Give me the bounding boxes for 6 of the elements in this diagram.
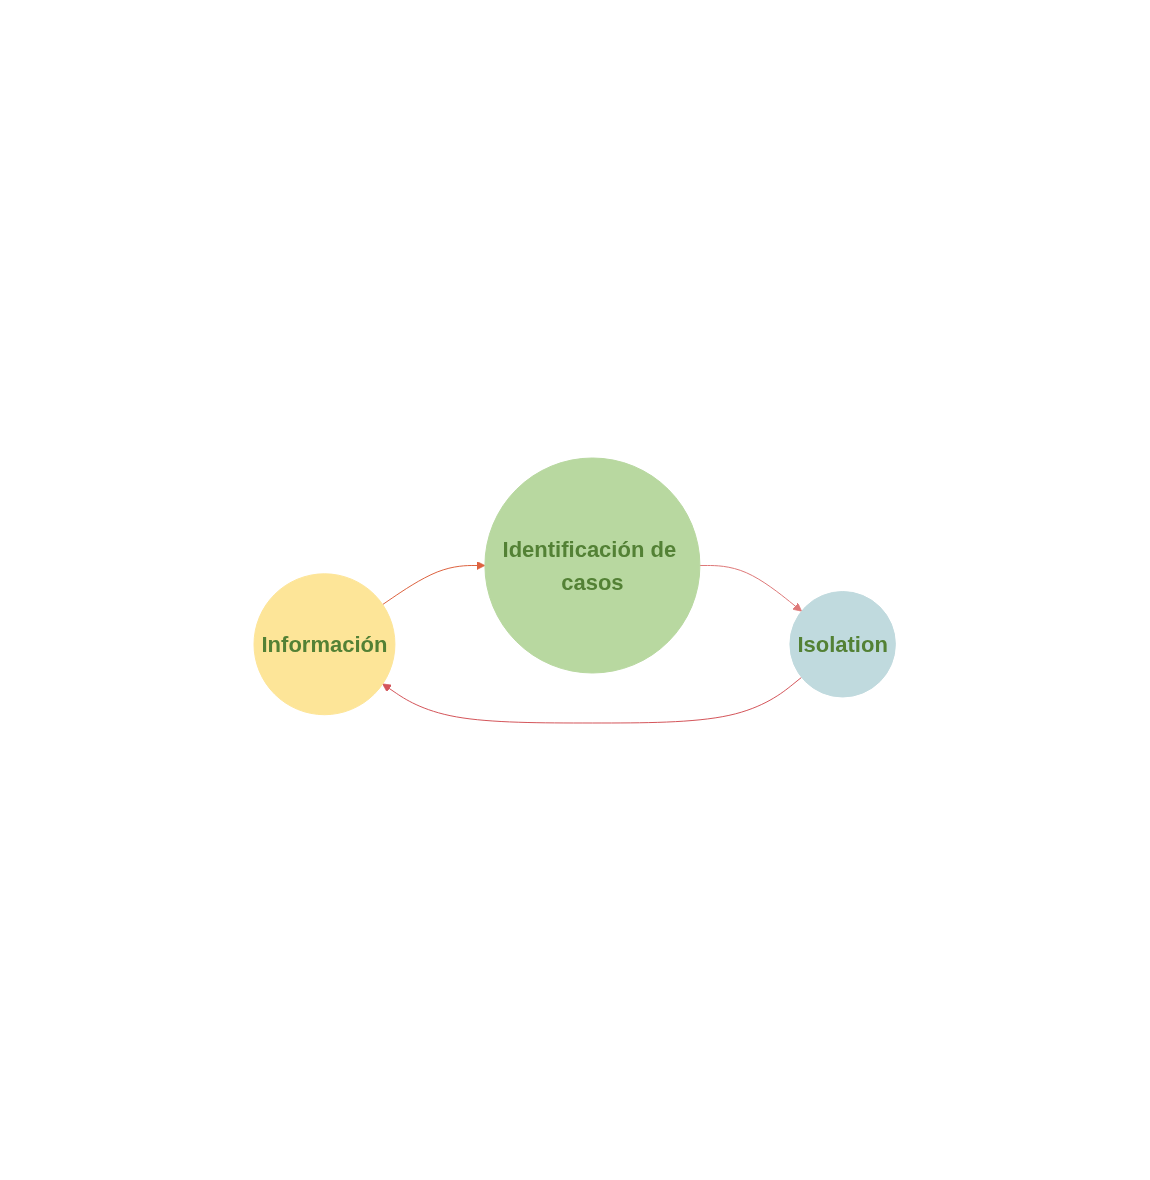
arrow — [699, 564, 803, 612]
arrow — [382, 560, 486, 605]
node-circle: Identificación de casos — [484, 457, 701, 673]
node-circle: Información — [253, 572, 396, 715]
arrow — [382, 676, 803, 723]
node-circle: Isolation — [789, 590, 897, 697]
